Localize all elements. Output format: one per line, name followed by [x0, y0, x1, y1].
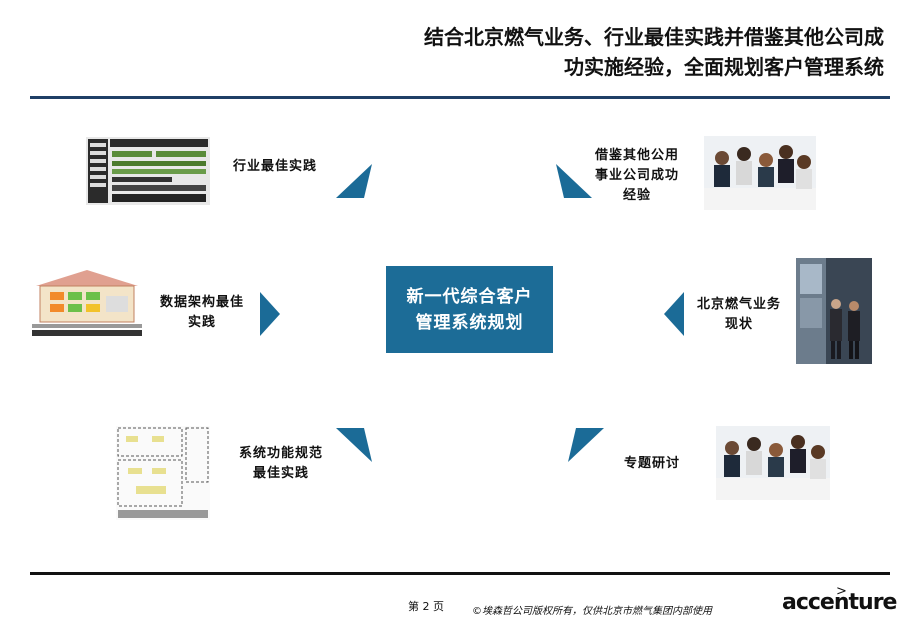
team-meeting-photo [704, 136, 816, 210]
business-people-photo [796, 258, 872, 364]
label-other-utilities: 借鉴其他公用 事业公司成功 经验 [578, 146, 696, 206]
arrow-bottom-left [336, 428, 372, 462]
label-beijing-gas-status-line-1: 北京燃气业务 [696, 297, 781, 312]
center-line-1: 新一代综合客户 [406, 286, 533, 307]
footer-divider [30, 572, 890, 575]
label-beijing-gas-status-line-2: 现状 [724, 317, 753, 332]
label-data-architecture: 数据架构最佳 实践 [148, 293, 256, 333]
label-data-architecture-line-2: 实践 [187, 315, 216, 330]
label-other-utilities-line-3: 经验 [622, 188, 651, 203]
label-beijing-gas-status: 北京燃气业务 现状 [686, 295, 792, 335]
title-line-2: 功实施经验，全面规划客户管理系统 [564, 55, 884, 79]
title-line-1: 结合北京燃气业务、行业最佳实践并借鉴其他公司成 [424, 25, 884, 49]
label-system-function-spec: 系统功能规范 最佳实践 [226, 444, 336, 484]
label-other-utilities-line-1: 借鉴其他公用 [594, 148, 679, 163]
page-number: 第 2 页 [408, 600, 444, 613]
center-box: 新一代综合客户 管理系统规划 [386, 266, 553, 353]
arrow-top-left [336, 164, 372, 198]
accenture-logo-mark: > [836, 584, 847, 599]
arrow-middle-left [260, 292, 280, 336]
label-industry-best-practice: 行业最佳实践 [232, 159, 317, 174]
workshop-photo [716, 426, 830, 500]
center-line-2: 管理系统规划 [415, 312, 524, 333]
copyright-notice: ©埃森哲公司版权所有，仅供北京市燃气集团内部使用 [472, 606, 712, 617]
arrow-middle-right [664, 292, 684, 336]
accenture-logo: accenture [782, 590, 897, 615]
header-divider [30, 96, 890, 99]
arrow-bottom-right [568, 428, 604, 462]
label-system-function-spec-line-2: 最佳实践 [252, 466, 309, 481]
system-function-diagram-image [116, 426, 210, 520]
label-other-utilities-line-2: 事业公司成功 [594, 168, 679, 183]
page-title: 结合北京燃气业务、行业最佳实践并借鉴其他公司成 功实施经验，全面规划客户管理系统 [244, 22, 884, 82]
label-system-function-spec-line-1: 系统功能规范 [238, 446, 323, 461]
data-architecture-house-image [32, 268, 142, 338]
arrow-top-right [556, 164, 592, 198]
label-topic-workshops: 专题研讨 [623, 456, 680, 471]
best-practice-framework-image [86, 137, 210, 205]
label-data-architecture-line-1: 数据架构最佳 [159, 295, 244, 310]
